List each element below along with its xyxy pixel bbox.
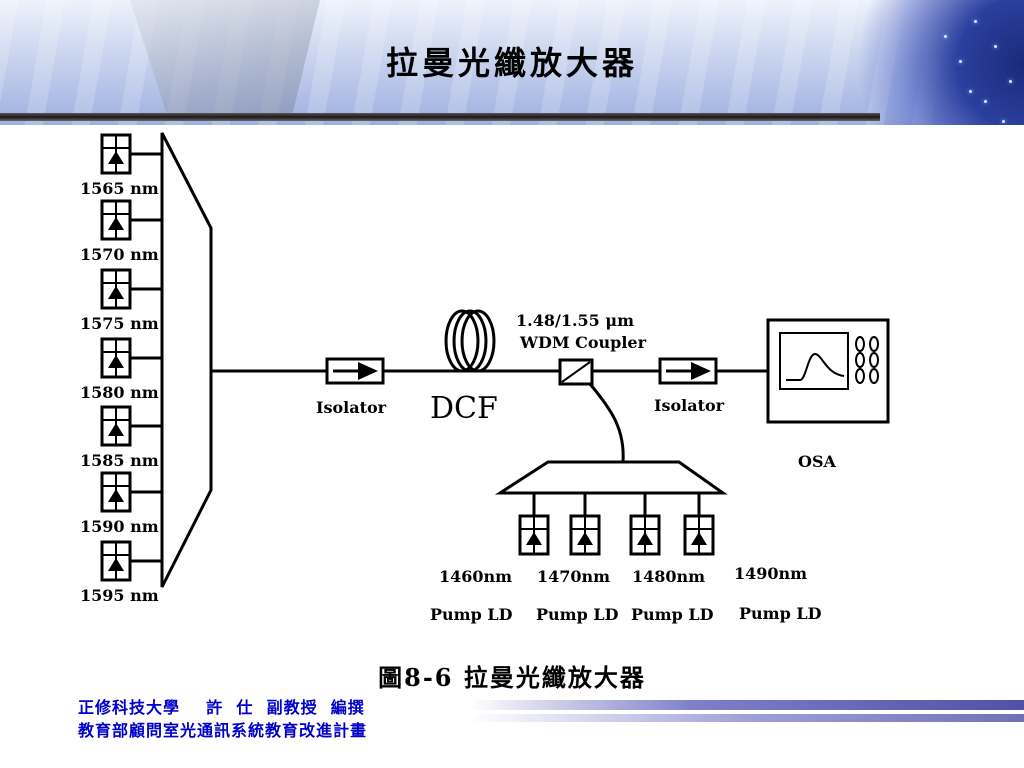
laser-diode-4 <box>100 337 132 379</box>
laser-wavelength-label: 1580 nm <box>80 383 159 402</box>
isolator-left <box>325 357 385 385</box>
figure-caption: 圖8-6 拉曼光纖放大器 <box>378 663 646 692</box>
laser-wavelength-label: 1585 nm <box>80 451 159 470</box>
pump-wavelength-label: 1460nm <box>439 567 512 586</box>
pump-name-label: Pump LD <box>430 605 513 624</box>
fiber-coupler-to-pump-combiner <box>588 383 625 463</box>
laser-wavelength-label: 1595 nm <box>80 586 159 605</box>
pump-laser-diode-2 <box>569 514 601 556</box>
pump-combiner <box>494 460 728 495</box>
osa-knobs <box>855 336 879 384</box>
coupler-label-line1: 1.48/1.55 μm <box>516 311 634 330</box>
laser-wavelength-label: 1565 nm <box>80 179 159 198</box>
pump-name-label: Pump LD <box>536 605 619 624</box>
laser-diode-1 <box>100 133 132 175</box>
pump-name-label: Pump LD <box>631 605 714 624</box>
pump-laser-diode-4 <box>683 514 715 556</box>
laser-diode-5 <box>100 405 132 447</box>
osa-label: OSA <box>798 452 836 471</box>
footer-author-line: 正修科技大學 許 仕 副教授 編撰 <box>78 698 365 717</box>
pump-wavelength-label: 1490nm <box>734 564 807 583</box>
header-banner: 拉曼光纖放大器 <box>0 0 1024 125</box>
laser-diode-2 <box>100 199 132 241</box>
laser-diode-6 <box>100 471 132 513</box>
dcf-coil <box>444 309 496 373</box>
laser-wavelength-label: 1570 nm <box>80 245 159 264</box>
osa-spectrum-trace <box>786 352 845 381</box>
optical-fiber-illustration <box>824 0 1024 125</box>
pump-laser-diode-3 <box>629 514 661 556</box>
pump-laser-diode-1 <box>518 514 550 556</box>
pump-name-label: Pump LD <box>739 604 822 623</box>
pump-wavelength-label: 1480nm <box>632 567 705 586</box>
coupler-label-line2: WDM Coupler <box>519 333 647 352</box>
isolator-right <box>658 357 718 385</box>
pump-wavelength-label: 1470nm <box>537 567 610 586</box>
footer-program-line: 教育部顧問室光通訊系統教育改進計畫 <box>78 721 368 740</box>
slide-title: 拉曼光纖放大器 <box>385 44 638 82</box>
osa-instrument <box>766 318 890 424</box>
laser-diode-7 <box>100 540 132 582</box>
isolator-left-label: Isolator <box>316 398 387 417</box>
dcf-label: DCF <box>430 391 498 426</box>
wdm-coupler <box>558 358 594 386</box>
laser-diode-3 <box>100 268 132 310</box>
laser-source-group: 1565 nm 1570 nm 1575 nm 1580 nm 1585 nm 1590 … <box>80 133 162 605</box>
footer-accent-bar-secondary <box>470 714 1024 722</box>
isolator-right-label: Isolator <box>654 396 725 415</box>
laser-wavelength-label: 1590 nm <box>80 517 159 536</box>
multiplexer <box>160 132 213 588</box>
footer-accent-bar <box>470 700 1024 710</box>
laser-chip-illustration <box>130 0 320 118</box>
header-rule <box>0 113 880 121</box>
laser-wavelength-label: 1575 nm <box>80 314 159 333</box>
